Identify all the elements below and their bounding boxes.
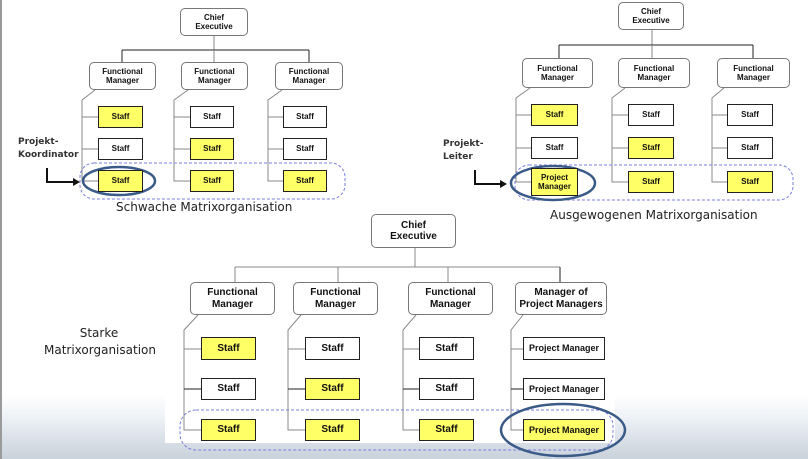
weak-arrow-icon [46,168,76,183]
balanced-title: Ausgewogenen Matrixorganisation [550,208,758,222]
balanced-annotation-line2: Leiter [443,152,473,162]
balanced-staff-c2-r2: Staff [628,137,674,159]
balanced-functional-manager-2: Functional Manager [618,58,690,88]
balanced-annotation-line1: Projekt- [443,139,484,149]
strong-staff-c2-r2: Staff [305,378,360,400]
strong-fm1-label: Functional Manager [207,287,258,310]
strong-highlight-circle [499,402,627,458]
weak-title: Schwache Matrixorganisation [116,200,293,214]
strong-chief-label: Chief Executive [390,219,437,243]
weak-staff-c2-r1: Staff [190,106,234,128]
weak-staff-c3-r3: Staff [283,170,327,192]
balanced-project-dashed-outline [514,164,794,201]
balanced-staff-c3-r3: Staff [727,171,773,193]
weak-staff-c3-r2: Staff [283,138,327,160]
strong-staff-c2-r1: Staff [305,337,360,360]
strong-staff-c3-r3: Staff [419,419,474,441]
balanced-staff-c2-r3: Staff [628,171,674,193]
weak-highlight-circle [81,165,157,197]
balanced-annotation: Projekt- Leiter [443,138,483,164]
strong-staff-c2-r3: Staff [305,419,360,441]
balanced-chief-executive: Chief Executive [618,2,684,30]
weak-functional-manager-3: Functional Manager [275,62,343,90]
balanced-fm3-label: Functional Manager [733,63,774,82]
weak-functional-manager-1: Functional Manager [89,62,156,90]
strong-staff-c3-r2: Staff [419,378,474,400]
weak-annotation-line2: Koordinator [18,150,79,160]
balanced-staff-c1-r2: Staff [531,137,578,159]
strong-functional-manager-3: Functional Manager [408,282,493,315]
strong-staff-c1-r3: Staff [201,419,256,441]
balanced-functional-manager-1: Functional Manager [522,58,593,88]
weak-staff-c2-r3: Staff [190,170,234,192]
strong-functional-manager-1: Functional Manager [190,282,275,315]
balanced-staff-c2-r1: Staff [628,104,674,126]
strong-title-line1: Starke [79,326,119,340]
strong-staff-c1-r1: Staff [201,337,256,360]
strong-fm3-label: Functional Manager [425,287,476,310]
strong-project-dashed-outline [179,409,614,451]
balanced-fm1-label: Functional Manager [537,63,578,82]
weak-fm2-label: Functional Manager [194,66,235,85]
strong-mopm-label: Manager of Project Managers [519,287,603,310]
balanced-fm2-label: Functional Manager [633,63,675,82]
weak-annotation: Projekt- Koordinator [18,136,79,162]
weak-annotation-line1: Projekt- [18,137,59,147]
weak-staff-c3-r1: Staff [283,106,327,128]
strong-staff-c3-r1: Staff [419,337,474,360]
balanced-arrow-icon [474,170,502,185]
strong-project-manager-2: Project Manager [523,378,605,400]
balanced-staff-c1-r1: Staff [531,104,578,126]
balanced-staff-c3-r2: Staff [727,137,773,159]
balanced-chief-label: Chief Executive [632,6,670,25]
strong-title: Starke Matrixorganisation [44,325,156,359]
weak-chief-executive: Chief Executive [180,8,248,36]
weak-chief-label: Chief Executive [195,12,233,31]
balanced-project-manager: Project Manager [531,168,578,196]
weak-fm3-label: Functional Manager [288,66,330,85]
weak-project-dashed-outline [79,162,346,200]
weak-staff-c1-r1: Staff [98,106,143,128]
strong-manager-of-project-managers: Manager of Project Managers [515,282,607,315]
weak-staff-c1-r2: Staff [98,138,143,160]
balanced-pm-label: Project Manager [538,172,571,191]
strong-project-manager-1: Project Manager [523,337,605,360]
strong-staff-c1-r2: Staff [201,378,256,400]
strong-project-manager-3: Project Manager [523,419,605,441]
balanced-staff-c3-r1: Staff [727,104,773,126]
strong-functional-manager-2: Functional Manager [293,282,378,315]
balanced-highlight-circle [509,164,597,202]
weak-functional-manager-2: Functional Manager [181,62,248,90]
strong-chief-executive: Chief Executive [371,214,456,248]
balanced-functional-manager-3: Functional Manager [717,58,790,88]
strong-title-line2: Matrixorganisation [44,343,156,357]
weak-staff-c2-r2: Staff [190,138,234,160]
slide-border [0,0,2,459]
weak-staff-c1-r3: Staff [98,170,143,192]
strong-fm2-label: Functional Manager [310,287,361,310]
weak-fm1-label: Functional Manager [102,66,143,85]
